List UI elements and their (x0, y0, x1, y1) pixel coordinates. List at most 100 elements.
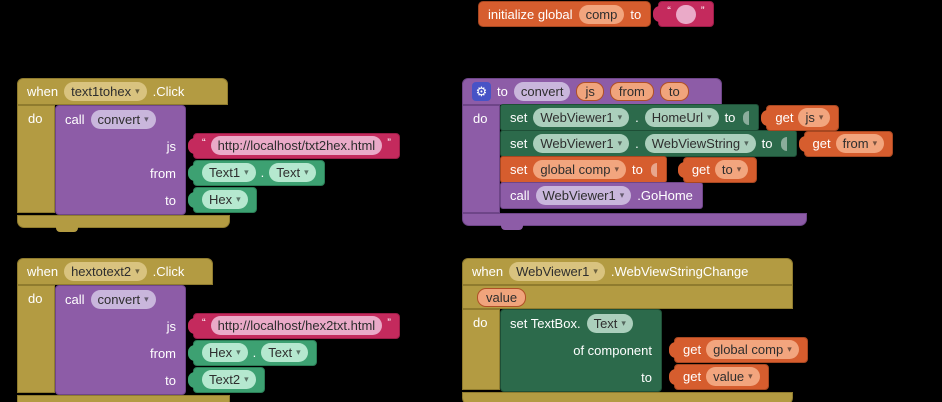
property-dropdown[interactable]: Text ▾ (269, 163, 316, 182)
do-label: do (473, 111, 488, 126)
component-dropdown[interactable]: Text2 ▾ (202, 370, 256, 389)
call-gohome-block[interactable]: call WebViewer1 ▾ .GoHome (500, 182, 703, 209)
property-dropdown[interactable]: Text ▾ (261, 343, 308, 362)
dot-label: . (635, 110, 639, 125)
param-js-chip[interactable]: js (576, 82, 604, 101)
variable-dropdown[interactable]: global comp ▾ (706, 340, 799, 359)
when-hextotext2-header[interactable]: when hextotext2 ▾ .Click (17, 258, 213, 285)
string-text-field[interactable]: http://localhost/txt2hex.html (210, 136, 383, 155)
get-value-block[interactable]: get value ▾ (674, 363, 769, 390)
open-quote: “ (202, 136, 206, 149)
dropdown-arrow-icon: ▾ (236, 194, 241, 204)
param-to-chip[interactable]: to (659, 82, 689, 101)
component-dropdown[interactable]: text1tohex ▾ (64, 82, 147, 101)
variable-name: global comp (713, 342, 784, 357)
procedure-convert-group[interactable]: ⚙ to convert js from to do set WebViewer… (462, 78, 894, 230)
component-block[interactable]: Text2 ▾ (193, 366, 265, 393)
component-dropdown[interactable]: Hex ▾ (202, 343, 248, 362)
initialize-global-block-group[interactable]: initialize global comp to “ ” (478, 1, 714, 27)
procedure-name-field[interactable]: convert (513, 82, 571, 101)
when-text1tohex-click-group[interactable]: when text1tohex ▾ .Click do call convert… (17, 78, 400, 232)
variable-name: js (805, 110, 815, 125)
global-variable-name-field[interactable]: comp (578, 4, 625, 24)
set-global-comp-block[interactable]: set global comp ▾ to (500, 156, 667, 183)
dropdown-arrow-icon: ▾ (621, 318, 626, 328)
js-arg-row: js (56, 133, 185, 160)
to-arg-label: to (165, 193, 176, 208)
procedure-header[interactable]: ⚙ to convert js from to (462, 78, 722, 105)
dropdown-arrow-icon: ▾ (144, 294, 149, 304)
mutator-gear-icon[interactable]: ⚙ (472, 82, 491, 101)
when-text1tohex-header[interactable]: when text1tohex ▾ .Click (17, 78, 228, 105)
component-name: hextotext2 (71, 264, 132, 279)
property-name: Text (268, 345, 293, 360)
do-label: do (28, 291, 43, 306)
property-dropdown[interactable]: WebViewString ▾ (644, 134, 756, 153)
event-param-row: value (462, 285, 793, 309)
call-convert-block[interactable]: call convert ▾ js from to (55, 105, 186, 215)
procedure-name: convert (97, 292, 141, 307)
set-webviewstring-block[interactable]: set WebViewer1 ▾ . WebViewString ▾ to (500, 130, 797, 157)
component-dropdown[interactable]: WebViewer1 ▾ (533, 108, 630, 127)
js-arg-row: js (56, 313, 185, 340)
call-convert-block[interactable]: call convert ▾ js from to (55, 285, 186, 395)
variable-dropdown[interactable]: value ▾ (706, 367, 760, 386)
get-from-block[interactable]: get from ▾ (803, 130, 894, 157)
procedure-name: convert (97, 112, 141, 127)
url-string-block[interactable]: “ http://localhost/txt2hex.html ” (193, 132, 400, 159)
do-spine: do (17, 285, 55, 393)
component-dropdown[interactable]: Text1 ▾ (202, 163, 256, 182)
set-textbox-text-block[interactable]: set TextBox. Text ▾ of component to (500, 309, 662, 392)
string-text: http://localhost/txt2hex.html (217, 138, 376, 153)
string-text-field[interactable] (675, 4, 696, 24)
to-arg-label: to (165, 373, 176, 388)
dropdown-arrow-icon: ▾ (736, 164, 742, 174)
property-dropdown[interactable]: Text ▾ (586, 314, 633, 333)
when-hextotext2-click-group[interactable]: when hextotext2 ▾ .Click do call convert… (17, 258, 400, 402)
url-string-block[interactable]: “ http://localhost/hex2txt.html ” (193, 312, 400, 339)
do-spine: do (17, 105, 55, 213)
property-dropdown[interactable]: HomeUrl ▾ (644, 108, 719, 127)
variable-dropdown[interactable]: global comp ▾ (533, 160, 626, 179)
param-from-chip[interactable]: from (609, 82, 654, 101)
procedure-dropdown[interactable]: convert ▾ (90, 110, 156, 129)
component-block[interactable]: Hex ▾ (193, 186, 257, 213)
dot-label: . (635, 136, 639, 151)
component-property-getter-block[interactable]: Hex ▾ . Text ▾ (193, 339, 317, 366)
dropdown-arrow-icon: ▾ (787, 344, 792, 354)
variable-name: global comp (540, 162, 611, 177)
component-dropdown[interactable]: WebViewer1 ▾ (535, 186, 632, 205)
procedure-dropdown[interactable]: convert ▾ (90, 290, 156, 309)
initialize-global-block[interactable]: initialize global comp to (478, 1, 652, 27)
variable-dropdown[interactable]: to ▾ (714, 160, 749, 179)
of-component-attachment: get global comp ▾ (662, 336, 808, 363)
variable-name: value (713, 369, 745, 384)
param-value-chip[interactable]: value (477, 287, 527, 307)
dropdown-arrow-icon: ▾ (244, 167, 249, 177)
get-global-comp-block[interactable]: get global comp ▾ (674, 336, 808, 363)
get-js-block[interactable]: get js ▾ (766, 104, 840, 131)
empty-string-block[interactable]: “ ” (658, 1, 714, 27)
when-label: when (27, 264, 59, 279)
string-text-field[interactable]: http://localhost/hex2txt.html (210, 316, 383, 335)
call-row: call convert ▾ (56, 106, 185, 133)
component-dropdown[interactable]: WebViewer1 ▾ (533, 134, 630, 153)
dropdown-arrow-icon: ▾ (707, 112, 712, 122)
get-to-block[interactable]: get to ▾ (682, 156, 758, 183)
call-label: call (510, 188, 530, 203)
component-dropdown[interactable]: hextotext2 ▾ (64, 262, 147, 281)
variable-dropdown[interactable]: from ▾ (835, 134, 885, 153)
js-arg-label: js (166, 319, 176, 334)
variable-dropdown[interactable]: js ▾ (798, 108, 831, 127)
set-homeurl-block[interactable]: set WebViewer1 ▾ . HomeUrl ▾ to (500, 104, 760, 131)
dropdown-arrow-icon: ▾ (135, 266, 140, 276)
from-arg-row: from (56, 340, 185, 367)
component-name: Text2 (209, 372, 241, 387)
when-webviewstringchange-header[interactable]: when WebViewer1 ▾ .WebViewStringChange (462, 258, 793, 285)
to-arg-attachment: Text2 ▾ (186, 366, 265, 393)
component-dropdown[interactable]: Hex ▾ (202, 190, 248, 209)
procedure-footer (462, 213, 807, 230)
component-dropdown[interactable]: WebViewer1 ▾ (509, 262, 605, 281)
component-property-getter-block[interactable]: Text1 ▾ . Text ▾ (193, 159, 325, 186)
when-webviewstringchange-group[interactable]: when WebViewer1 ▾ .WebViewStringChange v… (462, 258, 808, 402)
